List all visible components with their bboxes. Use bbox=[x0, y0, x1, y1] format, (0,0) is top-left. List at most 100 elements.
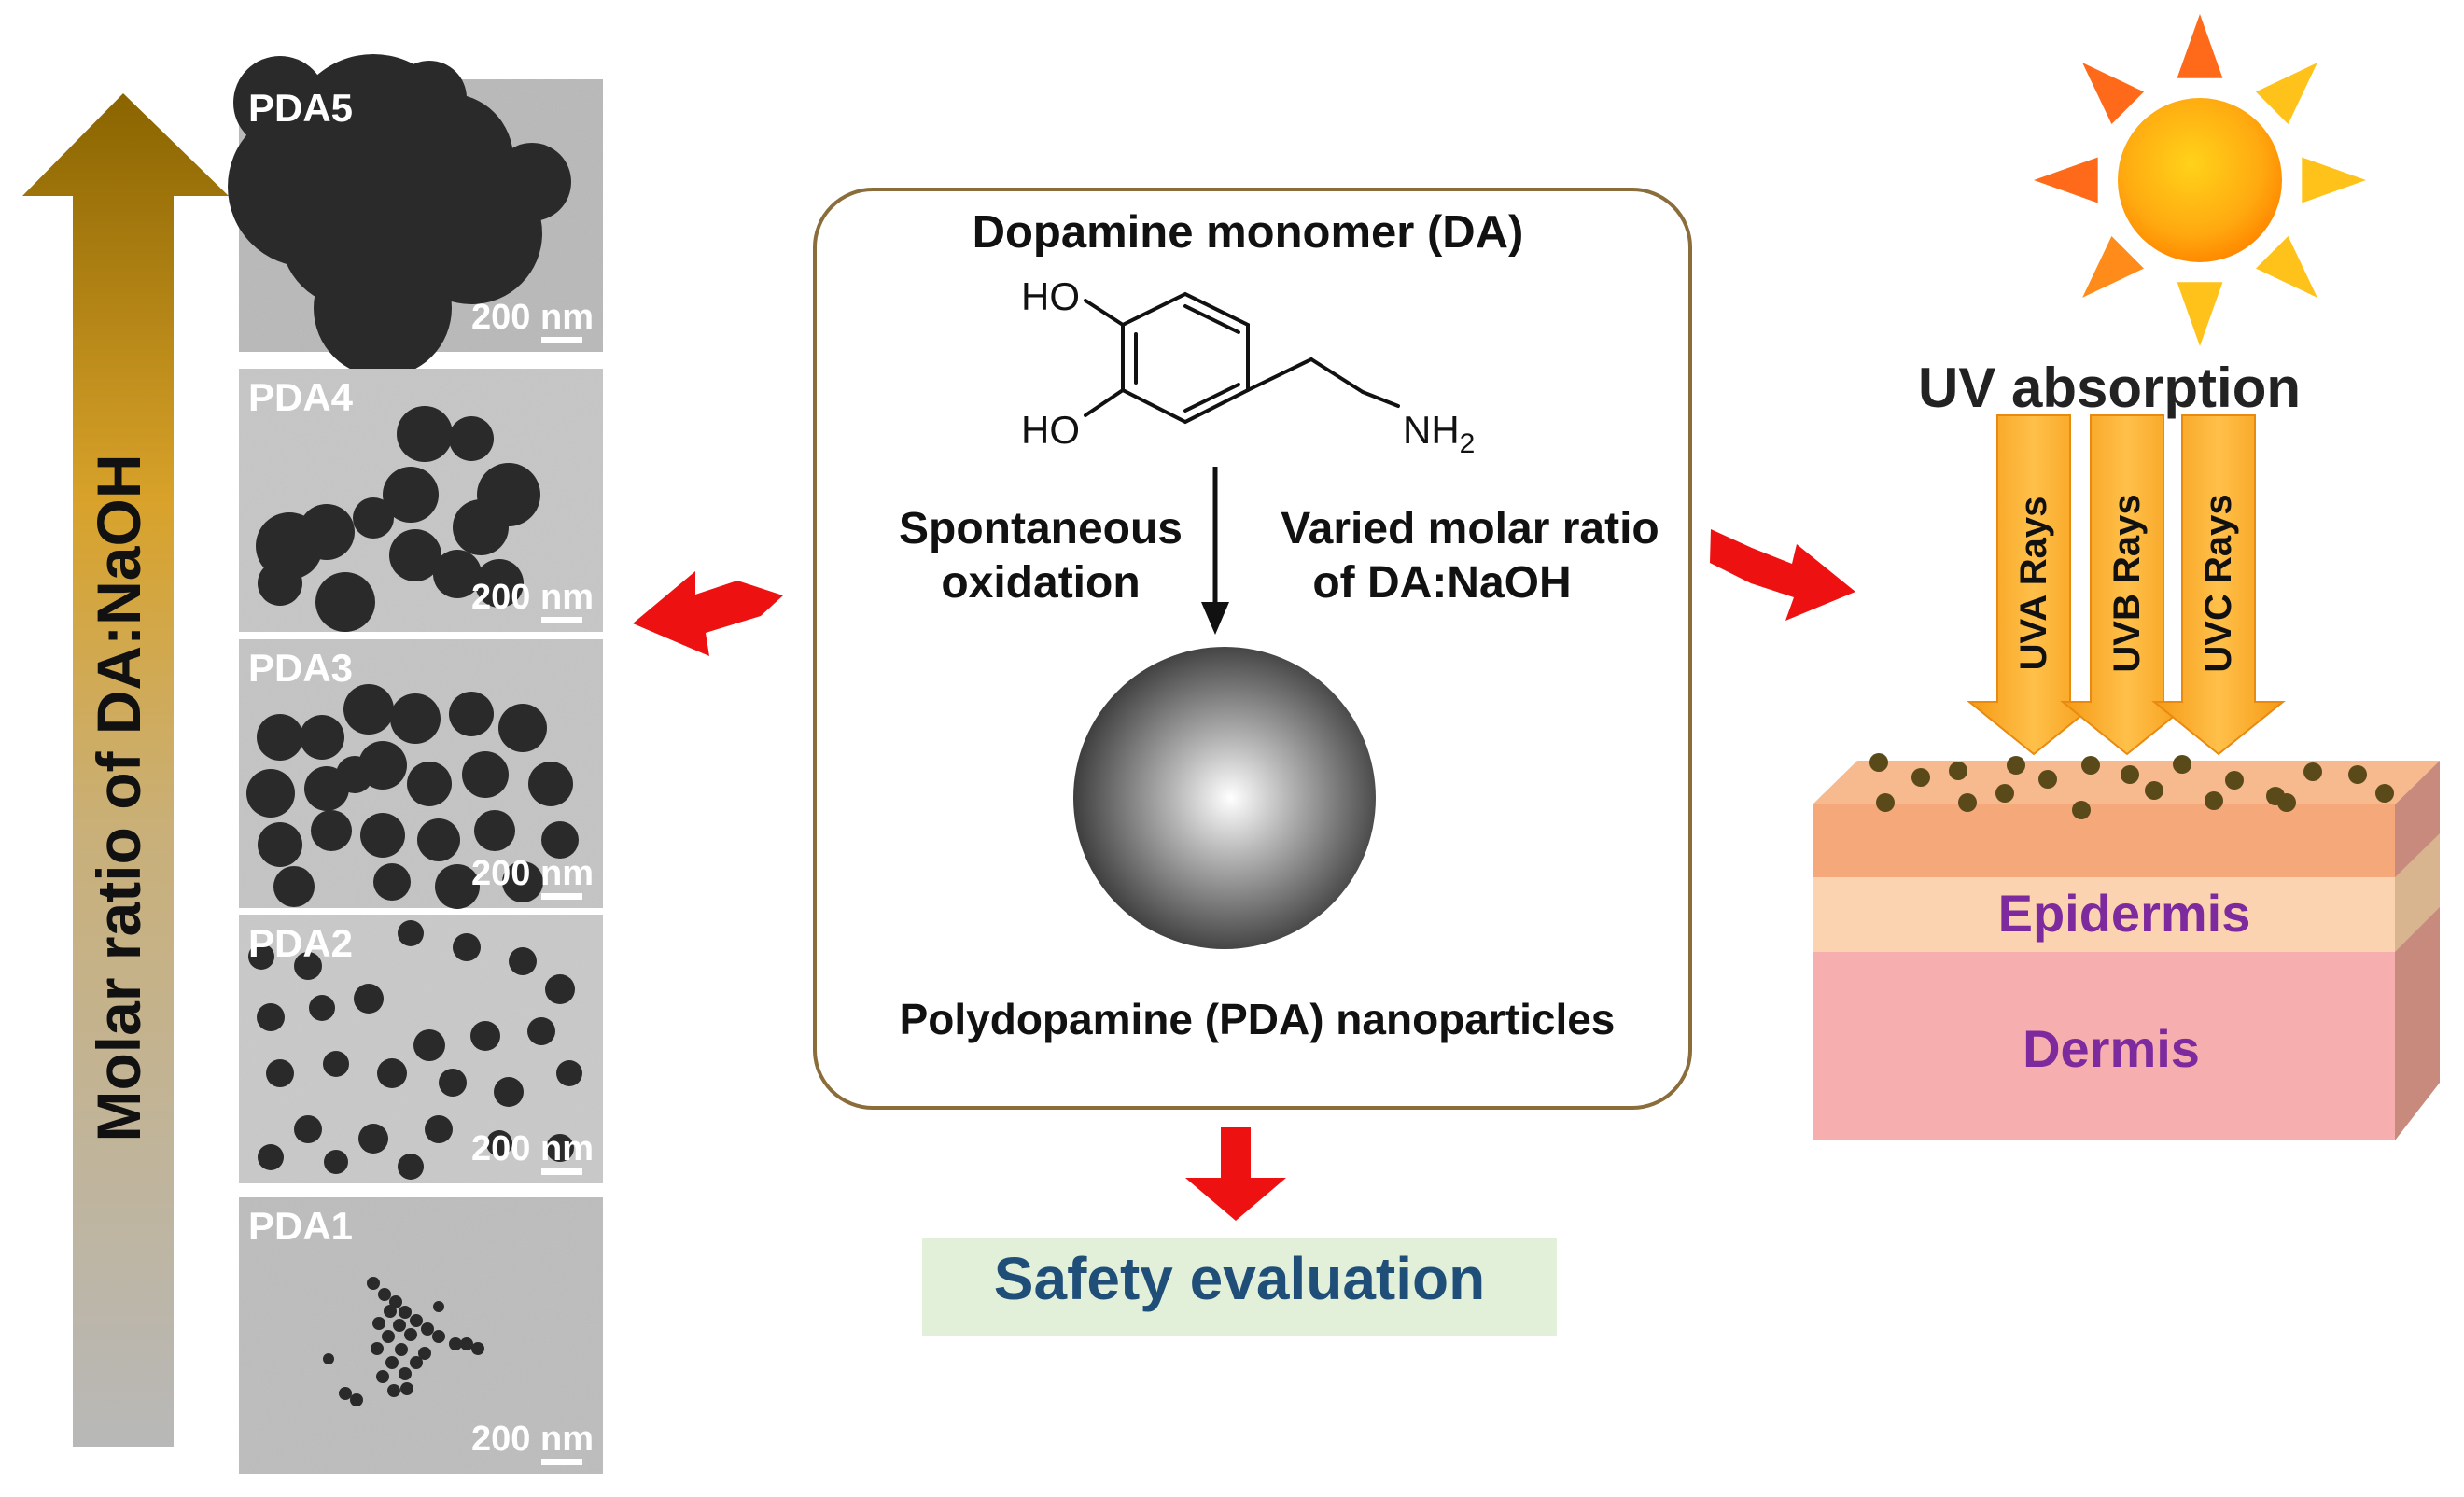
tem-panel-pda3: PDA3 200 nm bbox=[239, 639, 603, 909]
synthesis-box: Dopamine monomer (DA) HO HO NH2 Spontane… bbox=[813, 188, 1692, 1110]
surface-particle bbox=[2121, 765, 2139, 784]
red-arrow-left bbox=[633, 571, 783, 656]
red-arrow-right bbox=[1710, 529, 1855, 621]
uv-ray-arrow-3: UVC Rays bbox=[2151, 414, 2286, 756]
surface-particle bbox=[1995, 784, 2014, 803]
ho-top-label: HO bbox=[1021, 274, 1080, 318]
nanoparticle bbox=[323, 1051, 349, 1077]
nanoparticle bbox=[432, 1330, 445, 1343]
nanoparticle bbox=[425, 1115, 453, 1143]
nanoparticle bbox=[294, 952, 322, 980]
nanoparticle bbox=[336, 756, 373, 793]
nanoparticle bbox=[410, 1356, 423, 1369]
amine-text: NH bbox=[1403, 408, 1460, 452]
nanoparticle bbox=[378, 1288, 391, 1301]
nanoparticle bbox=[300, 715, 344, 760]
nanoparticle bbox=[460, 1337, 473, 1350]
nanoparticle bbox=[410, 1314, 423, 1327]
scale-bar bbox=[541, 1168, 582, 1175]
uv-ray-arrow-1: UVA Rays bbox=[1967, 414, 2101, 756]
nanoparticle bbox=[407, 762, 452, 806]
nanoparticle bbox=[387, 1384, 400, 1397]
sun-ray bbox=[2256, 63, 2317, 124]
nanoparticle bbox=[475, 559, 524, 608]
nanoparticle bbox=[417, 818, 460, 861]
sun-ray bbox=[2082, 236, 2144, 298]
epidermis-label: Epidermis bbox=[1998, 884, 2251, 943]
skin-block: Epidermis Dermis bbox=[1813, 753, 2440, 1140]
nanoparticle bbox=[246, 769, 295, 818]
surface-particle bbox=[2348, 765, 2367, 784]
nanoparticle bbox=[257, 1003, 285, 1031]
nanoparticle bbox=[453, 933, 481, 961]
nanoparticle bbox=[474, 810, 515, 851]
nanoparticle bbox=[494, 1077, 524, 1107]
sun-ray bbox=[2302, 157, 2366, 203]
right-condition-line1: Varied molar ratio bbox=[1281, 504, 1659, 553]
surface-particle bbox=[2225, 771, 2244, 790]
nanoparticle bbox=[399, 1367, 412, 1380]
nanoparticle bbox=[449, 692, 494, 736]
sun-ray bbox=[2177, 14, 2223, 78]
safety-evaluation-box: Safety evaluation bbox=[922, 1238, 1557, 1336]
sun-rays bbox=[2034, 14, 2366, 346]
nanoparticle bbox=[439, 1069, 467, 1097]
nanoparticle bbox=[257, 714, 303, 761]
nanoparticle bbox=[449, 1337, 462, 1350]
reaction-arrow bbox=[1201, 467, 1229, 635]
dopamine-structure bbox=[1084, 291, 1400, 425]
nanoparticle bbox=[311, 810, 352, 851]
nanoparticle bbox=[545, 974, 575, 1004]
surface-particle bbox=[1958, 793, 1977, 812]
scale-bar bbox=[541, 337, 582, 343]
uv-ray-label: UVC Rays bbox=[2198, 494, 2239, 672]
sun-icon bbox=[2034, 14, 2366, 346]
nanoparticle bbox=[471, 1342, 484, 1355]
uv-ray-arrow-2: UVB Rays bbox=[2060, 414, 2194, 756]
nanoparticle bbox=[395, 1343, 408, 1356]
nanoparticle bbox=[258, 822, 302, 867]
nanoparticle bbox=[418, 1347, 431, 1360]
tem-panel-label: PDA3 bbox=[248, 646, 353, 690]
nanoparticle bbox=[371, 1342, 384, 1355]
nanoparticle bbox=[449, 416, 494, 461]
nanoparticle bbox=[360, 813, 405, 858]
nanoparticle bbox=[493, 143, 571, 221]
nanoparticle bbox=[314, 239, 452, 377]
surface-particle bbox=[2007, 756, 2025, 775]
axis-label: Molar ratio of DA:NaOH bbox=[84, 454, 153, 1141]
nanoparticle bbox=[470, 1021, 500, 1051]
nanoparticle bbox=[383, 467, 439, 523]
ho-bottom-label: HO bbox=[1021, 408, 1080, 452]
nanoparticle bbox=[413, 1029, 445, 1061]
nanoparticle bbox=[433, 1301, 444, 1312]
molar-ratio-axis-arrow: Molar ratio of DA:NaOH bbox=[22, 93, 229, 1447]
nanoparticle bbox=[399, 1306, 412, 1319]
sun-ray bbox=[2256, 236, 2317, 298]
nanoparticle bbox=[323, 1353, 334, 1364]
nanoparticle bbox=[541, 821, 579, 859]
surface-particle bbox=[2303, 762, 2322, 781]
nanoparticle bbox=[339, 1387, 352, 1400]
nanoparticle bbox=[367, 1277, 380, 1290]
nanoparticle bbox=[556, 1060, 582, 1086]
dopamine-title: Dopamine monomer (DA) bbox=[973, 207, 1524, 258]
nanoparticle bbox=[527, 1017, 555, 1045]
uv-ray-label: UVB Rays bbox=[2107, 494, 2148, 672]
tem-panel-label: PDA5 bbox=[248, 86, 353, 130]
nanoparticle bbox=[248, 944, 274, 970]
nanoparticle bbox=[266, 1059, 294, 1087]
nanoparticle bbox=[258, 1144, 284, 1170]
nanoparticle bbox=[398, 1154, 424, 1180]
surface-particle bbox=[2081, 756, 2100, 775]
red-arrow-down bbox=[1185, 1127, 1286, 1221]
nanoparticle bbox=[377, 1058, 407, 1088]
scale-bar-label: 200 nm bbox=[471, 578, 594, 617]
dermis-label: Dermis bbox=[2023, 1019, 2200, 1078]
scale-bar-label: 200 nm bbox=[471, 854, 594, 893]
